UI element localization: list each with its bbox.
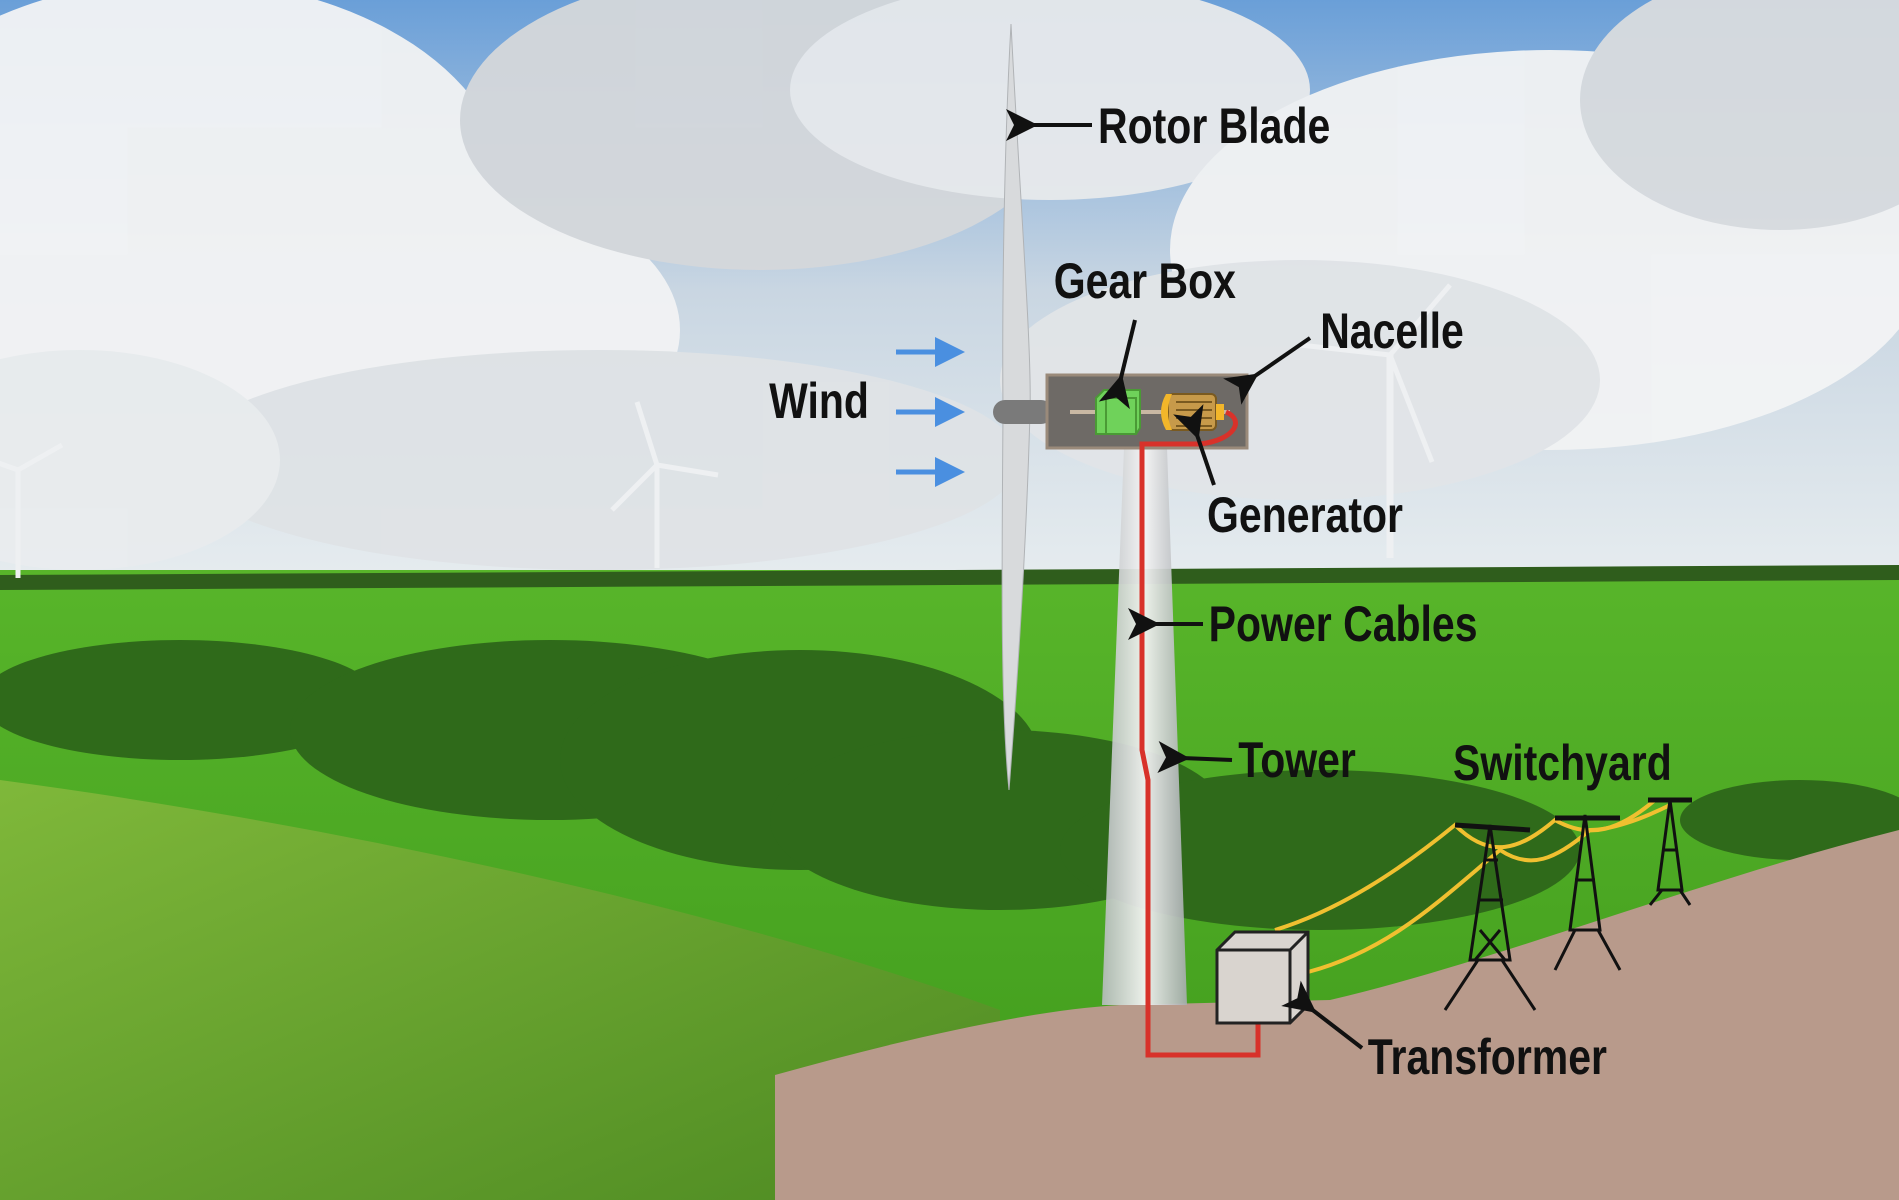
gearbox bbox=[1095, 389, 1141, 435]
label-transformer: Transformer bbox=[1368, 1029, 1607, 1085]
label-switchyard: Switchyard bbox=[1453, 735, 1672, 791]
label-wind: Wind bbox=[769, 373, 869, 429]
label-tower: Tower bbox=[1238, 732, 1356, 788]
distant-turbines bbox=[0, 283, 1452, 578]
hub bbox=[993, 400, 1053, 424]
power-cable bbox=[1139, 409, 1261, 1058]
label-generator: Generator bbox=[1207, 487, 1403, 543]
switchyard bbox=[1274, 797, 1692, 1011]
leader-arrows bbox=[1006, 109, 1364, 1050]
ground bbox=[775, 830, 1899, 1200]
label-gear-box: Gear Box bbox=[1054, 253, 1237, 309]
clouds bbox=[0, 0, 1899, 570]
label-power-cables: Power Cables bbox=[1209, 596, 1478, 652]
transformer bbox=[1215, 930, 1310, 1025]
label-nacelle: Nacelle bbox=[1320, 303, 1464, 359]
transmission-towers bbox=[1443, 797, 1692, 1011]
generator bbox=[1161, 393, 1224, 431]
wind-arrows bbox=[896, 337, 965, 487]
label-rotor-blade: Rotor Blade bbox=[1098, 98, 1330, 154]
power-lines bbox=[1274, 798, 1671, 974]
